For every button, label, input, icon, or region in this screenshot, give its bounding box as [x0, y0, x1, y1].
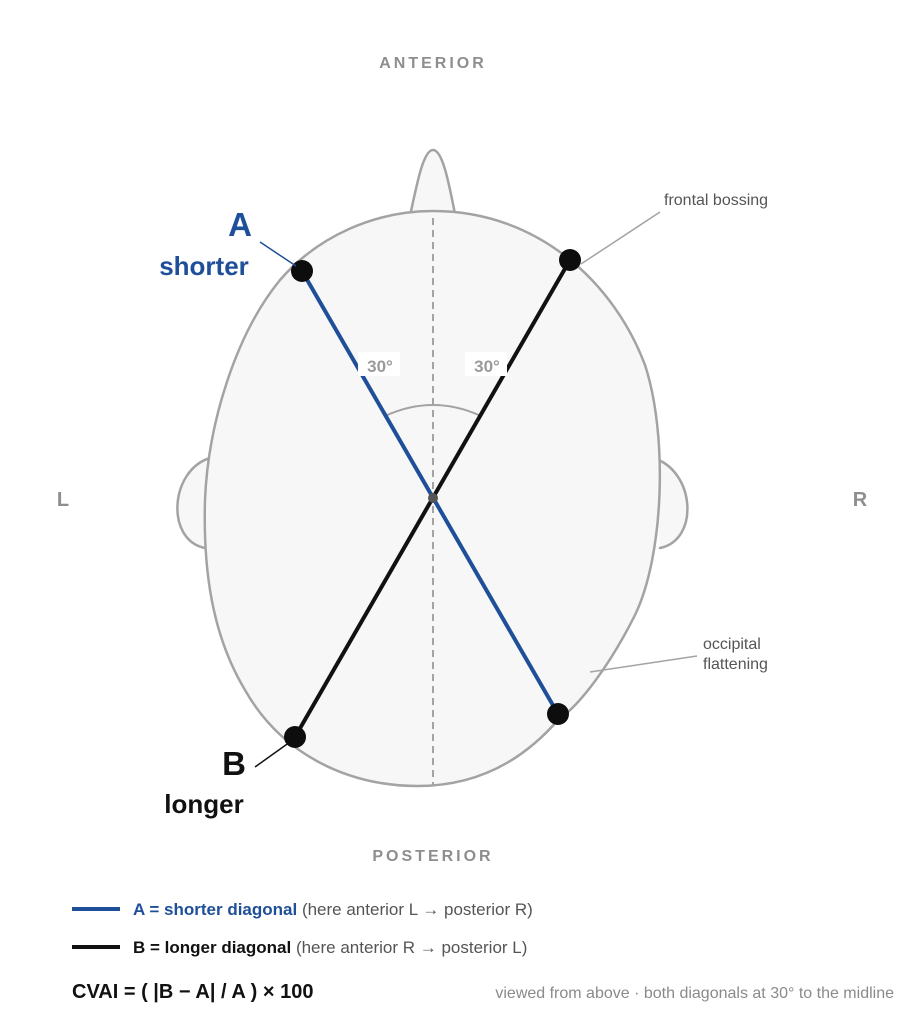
legend-a-text: A = shorter diagonal (here anterior L → …	[133, 900, 533, 919]
frontal-bossing-label: frontal bossing	[664, 192, 768, 209]
legend-a-note: (here anterior L → posterior R)	[297, 900, 533, 919]
right-ear	[651, 456, 689, 550]
cvai-formula: CVAI = ( |B − A| / A ) × 100	[72, 981, 313, 1003]
angle-right-backing	[465, 352, 507, 376]
left-label: L	[57, 489, 69, 511]
left-ear	[176, 456, 212, 550]
a-leader-line	[259, 241, 297, 267]
b-leader-line	[254, 741, 291, 768]
right-label: R	[853, 489, 868, 511]
occipital-label-line2: flattening	[703, 656, 768, 673]
angle-left-backing	[358, 352, 400, 376]
nose	[408, 148, 457, 217]
angle-label-right: 30°	[474, 357, 500, 376]
endpoint-a-anterior	[291, 260, 313, 282]
angle-label-left: 30°	[367, 357, 393, 376]
footnote: viewed from above · both diagonals at 30…	[495, 985, 894, 1002]
legend-b-text: B = longer diagonal (here anterior R → p…	[133, 938, 527, 957]
occipital-leader-line	[589, 655, 698, 673]
diagonal-a-line	[300, 269, 560, 716]
anterior-label: ANTERIOR	[379, 55, 487, 72]
legend-a-bold: A = shorter diagonal	[133, 900, 297, 919]
diagonal-b-label: longer	[164, 789, 243, 819]
intersection-point	[428, 493, 438, 503]
diagonal-a-letter: A	[228, 206, 252, 243]
endpoint-a-posterior	[547, 703, 569, 725]
diagonal-a-label: shorter	[159, 251, 249, 281]
diagonal-b-letter: B	[222, 745, 246, 782]
posterior-label: POSTERIOR	[372, 848, 493, 865]
occipital-label-line1: occipital	[703, 636, 761, 653]
frontal-leader-line	[580, 211, 661, 265]
endpoint-b-anterior	[559, 249, 581, 271]
angle-arc	[384, 404, 482, 417]
legend-b-note: (here anterior R → posterior L)	[291, 938, 527, 957]
legend-b-bold: B = longer diagonal	[133, 938, 291, 957]
